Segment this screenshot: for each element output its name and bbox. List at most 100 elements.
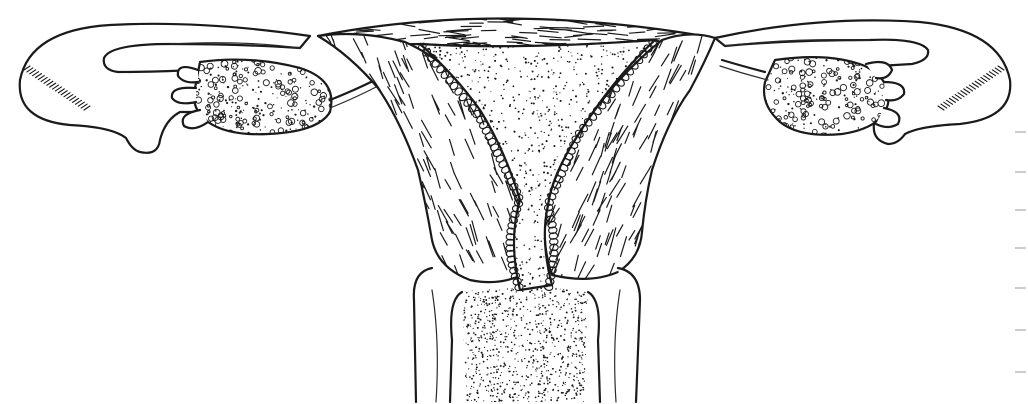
stipple-dot [558,324,560,326]
muscle-stroke [665,271,673,285]
ovary-dot [808,61,810,63]
muscle-stroke [349,219,354,229]
stipple-dot [537,181,538,182]
muscle-stroke [336,164,345,178]
stipple-dot [519,346,520,347]
stipple-dot [583,342,585,344]
ovary-dot [807,81,809,83]
stipple-dot [465,375,467,377]
stipple-dot [569,389,570,390]
muscle-stroke [397,162,401,172]
stipple-dot [479,374,480,375]
stipple-dot [505,141,507,143]
stipple-dot [555,402,557,404]
stipple-dot [589,310,590,311]
stipple-dot [526,323,528,325]
stipple-dot [564,85,566,87]
stipple-dot [535,324,536,325]
stipple-dot [526,379,527,380]
ovary-dot [243,110,244,111]
muscle-stroke [354,143,360,161]
ovary-dot [825,126,827,128]
stipple-dot [519,299,520,300]
stipple-dot [478,100,480,102]
stipple-dot [518,361,519,362]
stipple-dot [513,131,515,133]
muscle-stroke [380,271,387,289]
stipple-dot [492,320,494,322]
stipple-dot [493,325,495,327]
ovary-dot [869,139,871,141]
stipple-dot [483,299,485,301]
stipple-dot [511,341,513,343]
stipple-dot [471,363,472,364]
stipple-dot [506,384,508,386]
stipple-dot [559,135,561,137]
stipple-dot [502,97,504,99]
stipple-dot [478,297,479,298]
stipple-dot [512,396,514,398]
stipple-dot [581,110,582,111]
stipple-dot [482,357,483,358]
stipple-dot [496,73,497,74]
stipple-dot [434,46,436,48]
stipple-dot [562,129,564,131]
stipple-dot [528,349,530,351]
stipple-dot [483,400,484,401]
stipple-dot [504,336,505,337]
muscle-stroke [442,14,468,15]
ovary-dot [333,94,335,96]
muscle-stroke [324,61,330,82]
stipple-dot [511,289,513,291]
stipple-dot [541,401,542,402]
ovary-dot [882,95,883,96]
stipple-dot [521,289,522,290]
ovary-dot [815,57,817,59]
stipple-dot [555,295,557,297]
stipple-dot [535,320,536,321]
stipple-dot [462,393,463,394]
stipple-dot [504,388,506,390]
stipple-dot [569,293,570,294]
stipple-dot [492,395,494,397]
ovary-dot [787,103,789,105]
stipple-dot [485,299,487,301]
stipple-dot [530,127,532,129]
ovary-dot [789,113,790,114]
stipple-dot [515,337,516,338]
muscle-stroke [578,39,601,40]
stipple-dot [480,298,481,299]
stipple-dot [468,286,470,288]
stipple-dot [421,199,422,200]
stipple-dot [561,119,563,121]
ovary-dot [793,101,795,103]
stipple-dot [546,365,547,366]
stipple-dot [589,402,591,404]
stipple-dot [476,101,477,102]
stipple-dot [553,164,555,166]
stipple-dot [503,392,505,394]
ovary-dot [837,88,839,90]
stipple-dot [603,49,605,51]
muscle-stroke [450,9,471,12]
ovary-dot [236,126,238,128]
muscle-stroke [703,76,706,87]
ovary-dot [277,97,278,98]
muscle-stroke [685,175,693,195]
ovary-dot [859,69,860,70]
muscle-stroke [552,16,575,17]
muscle-stroke [385,272,390,289]
stipple-dot [494,285,495,286]
stipple-dot [501,393,503,395]
ovary-dot [859,62,860,63]
stipple-dot [501,372,502,373]
ovary-dot [277,60,278,61]
ovary-dot [791,88,793,90]
stipple-dot [522,274,524,276]
stipple-dot [531,144,533,146]
ovary-dot [223,82,224,83]
ovary-dot [290,98,291,99]
stipple-dot [496,348,497,349]
stipple-dot [498,306,499,307]
stipple-dot [611,291,613,293]
